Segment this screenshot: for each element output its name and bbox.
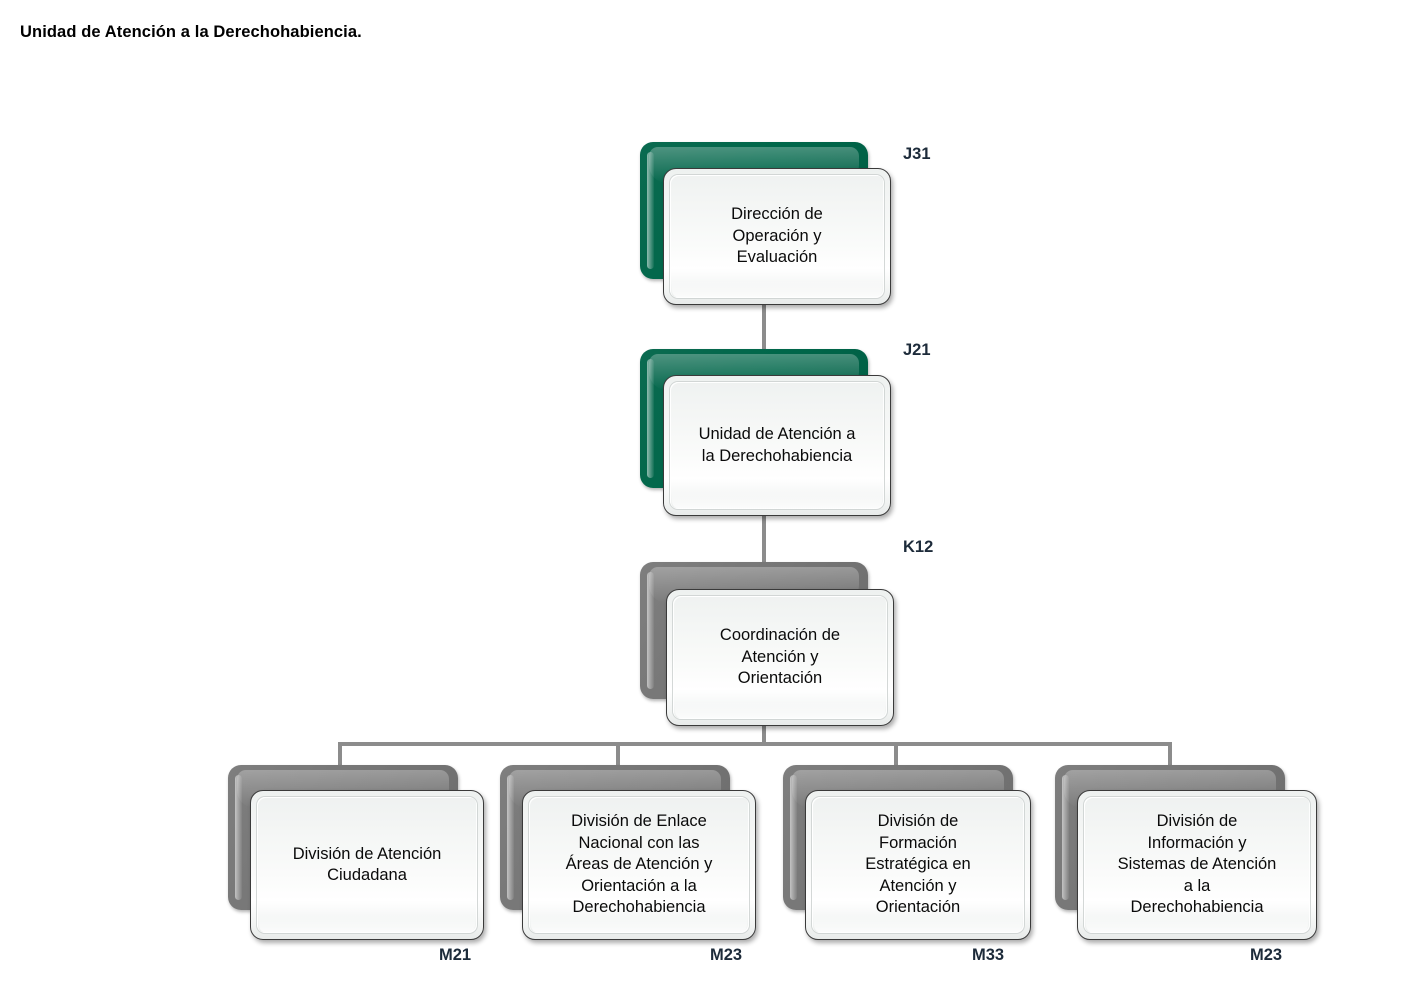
org-node-j31-front-card: Dirección de Operación y Evaluación bbox=[663, 168, 891, 305]
org-node-m23-enlace-label: División de Enlace Nacional con las Área… bbox=[565, 812, 713, 917]
org-code-m33: M33 bbox=[972, 946, 1005, 964]
org-node-k12[interactable]: Coordinación de Atención y Orientación bbox=[640, 562, 894, 727]
org-node-j21-front-card: Unidad de Atención a la Derechohabiencia bbox=[663, 375, 891, 516]
page-title: Unidad de Atención a la Derechohabiencia… bbox=[20, 23, 362, 41]
org-node-m33-front-card: División de Formación Estratégica en Ate… bbox=[805, 790, 1031, 940]
org-node-k12-front-card: Coordinación de Atención y Orientación bbox=[666, 589, 894, 726]
org-node-m23-info-label: División de Información y Sistemas de At… bbox=[1117, 812, 1277, 917]
connector-j21-to-k12 bbox=[762, 512, 766, 565]
org-code-k12: K12 bbox=[903, 538, 934, 556]
org-node-m21-label: División de Atención Ciudadana bbox=[292, 844, 442, 884]
connector-k12-to-bus bbox=[762, 722, 766, 746]
connector-drop-4 bbox=[1168, 742, 1172, 770]
org-node-j21-label: Unidad de Atención a la Derechohabiencia bbox=[698, 425, 856, 465]
org-node-m23-info-front-card: División de Información y Sistemas de At… bbox=[1077, 790, 1317, 940]
connector-drop-3 bbox=[894, 742, 898, 770]
org-code-m21: M21 bbox=[439, 946, 472, 964]
org-node-m33-formacion-estrategica[interactable]: División de Formación Estratégica en Ate… bbox=[783, 765, 1039, 940]
connector-drop-2 bbox=[616, 742, 620, 770]
connector-j31-to-j21 bbox=[762, 303, 766, 353]
org-code-m23-enlace: M23 bbox=[710, 946, 743, 964]
org-code-m23-info: M23 bbox=[1250, 946, 1283, 964]
org-node-k12-label: Coordinación de Atención y Orientación bbox=[719, 626, 841, 688]
org-node-m21-front-card: División de Atención Ciudadana bbox=[250, 790, 484, 940]
org-node-j21[interactable]: Unidad de Atención a la Derechohabiencia bbox=[640, 349, 892, 516]
connector-horizontal-bus bbox=[338, 742, 1172, 746]
org-node-m23-informacion-sistemas[interactable]: División de Información y Sistemas de At… bbox=[1055, 765, 1317, 940]
org-node-j31-label: Dirección de Operación y Evaluación bbox=[731, 205, 823, 267]
org-node-m23-enlace-front-card: División de Enlace Nacional con las Área… bbox=[522, 790, 756, 940]
org-node-m21-atencion-ciudadana[interactable]: División de Atención Ciudadana bbox=[228, 765, 484, 940]
org-code-j31: J31 bbox=[903, 145, 931, 163]
connector-drop-1 bbox=[338, 742, 342, 770]
org-node-j31[interactable]: Dirección de Operación y Evaluación bbox=[640, 142, 892, 307]
org-code-j21: J21 bbox=[903, 341, 931, 359]
org-node-m23-enlace-nacional[interactable]: División de Enlace Nacional con las Área… bbox=[500, 765, 756, 940]
org-node-m33-label: División de Formación Estratégica en Ate… bbox=[865, 812, 971, 917]
